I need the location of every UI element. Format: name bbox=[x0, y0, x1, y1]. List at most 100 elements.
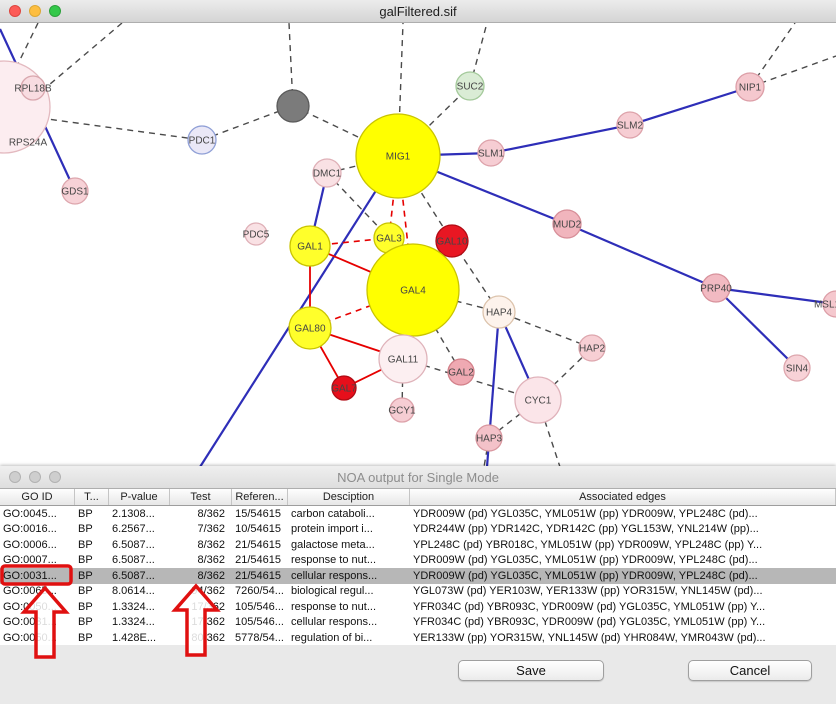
close-button[interactable] bbox=[9, 5, 21, 17]
cell-go_id: GO:0065... bbox=[3, 585, 57, 598]
cell-description: galactose meta... bbox=[291, 538, 375, 551]
close-button[interactable] bbox=[9, 471, 21, 483]
node-HAP2[interactable] bbox=[578, 334, 606, 362]
node-label-MIG1: MIG1 bbox=[386, 152, 411, 163]
node-MSL1[interactable] bbox=[822, 290, 836, 318]
edge-pd[interactable] bbox=[566, 222, 717, 290]
node-MUD2[interactable] bbox=[552, 209, 582, 239]
node-GAL1[interactable] bbox=[289, 225, 331, 267]
node-label-SUC2: SUC2 bbox=[457, 82, 484, 93]
edge-pd[interactable] bbox=[490, 123, 631, 155]
node-SIN4[interactable] bbox=[783, 354, 811, 382]
column-header-associated_edges[interactable]: Associated edges bbox=[410, 489, 836, 505]
node-label-GDS1: GDS1 bbox=[61, 187, 89, 198]
node-label-GCY1: GCY1 bbox=[388, 406, 416, 417]
node-label-GAL2: GAL2 bbox=[448, 368, 474, 379]
node-GCY1[interactable] bbox=[389, 397, 415, 423]
cancel-button[interactable]: Cancel bbox=[688, 660, 812, 681]
cell-associated_edges: YPL248C (pd) YBR018C, YML051W (pp) YDR00… bbox=[413, 538, 763, 551]
cell-reference: 21/54615 bbox=[235, 538, 281, 551]
cell-description: regulation of bi... bbox=[291, 631, 373, 644]
edge-pd[interactable] bbox=[715, 286, 836, 306]
node-GAL80[interactable] bbox=[288, 306, 332, 350]
node-label-GAL1: GAL1 bbox=[297, 242, 323, 253]
node-PRP40[interactable] bbox=[701, 273, 731, 303]
node-label-GAL10: GAL10 bbox=[436, 237, 468, 248]
node-label-GAL80: GAL80 bbox=[294, 324, 326, 335]
edge-pd[interactable] bbox=[715, 287, 798, 369]
node-SLM2[interactable] bbox=[616, 111, 644, 139]
node-GAL11[interactable] bbox=[378, 334, 428, 384]
edge-pp[interactable] bbox=[401, 358, 404, 411]
node-label-GAL7: GAL7 bbox=[331, 384, 357, 395]
save-button[interactable]: Save bbox=[458, 660, 604, 681]
edge-pp[interactable] bbox=[326, 172, 390, 239]
edge-pp[interactable] bbox=[498, 311, 593, 349]
node-CYC1[interactable] bbox=[514, 376, 562, 424]
column-header-reference[interactable]: Referen... bbox=[232, 489, 288, 505]
zoom-button[interactable] bbox=[49, 471, 61, 483]
column-header-type[interactable]: T... bbox=[75, 489, 109, 505]
node-GAL7[interactable] bbox=[331, 375, 357, 401]
node-unnamed[interactable] bbox=[276, 89, 310, 123]
cell-associated_edges: YFR034C (pd) YBR093C, YDR009W (pd) YGL03… bbox=[413, 616, 766, 629]
edge-pd[interactable] bbox=[629, 85, 751, 127]
minimize-button[interactable] bbox=[29, 471, 41, 483]
node-HAP4[interactable] bbox=[482, 295, 516, 329]
cell-reference: 7260/54... bbox=[235, 585, 284, 598]
node-DMC1[interactable] bbox=[312, 158, 342, 188]
node-GDS1[interactable] bbox=[61, 177, 89, 205]
cell-type: BP bbox=[78, 631, 93, 644]
cell-test: 17/362 bbox=[191, 616, 225, 629]
cell-go_id: GO:0007... bbox=[3, 554, 57, 567]
network-canvas[interactable]: RPS24ARPL18BGDS1PDC1DMC1MIG1SUC2SLM1SLM2… bbox=[0, 23, 836, 467]
node-HAP3[interactable] bbox=[475, 424, 503, 452]
node-label-MSL1: MSL1 bbox=[814, 300, 836, 311]
node-label-RPL18B: RPL18B bbox=[14, 84, 52, 95]
node-GAL4[interactable] bbox=[366, 243, 460, 337]
cell-associated_edges: YDR009W (pd) YGL035C, YML051W (pp) YDR00… bbox=[413, 554, 758, 567]
network-window-titlebar[interactable]: galFiltered.sif bbox=[0, 0, 836, 23]
minimize-button[interactable] bbox=[29, 5, 41, 17]
node-label-SLM2: SLM2 bbox=[617, 121, 644, 132]
node-PDC1[interactable] bbox=[187, 125, 217, 155]
cell-description: cellular respons... bbox=[291, 569, 378, 582]
node-SUC2[interactable] bbox=[455, 71, 485, 101]
cell-test: 8/362 bbox=[197, 538, 225, 551]
zoom-button[interactable] bbox=[49, 5, 61, 17]
cell-type: BP bbox=[78, 600, 93, 613]
edge-pp[interactable] bbox=[292, 105, 399, 157]
noa-window-titlebar[interactable]: NOA output for Single Mode bbox=[0, 466, 836, 489]
cell-p_value: 1.3324... bbox=[112, 600, 155, 613]
node-MIG1[interactable] bbox=[355, 113, 441, 199]
node-PDC5[interactable] bbox=[244, 222, 268, 246]
node-RPL18B[interactable] bbox=[20, 75, 46, 101]
node-SLM1[interactable] bbox=[477, 139, 505, 167]
node-NIP1[interactable] bbox=[735, 72, 765, 102]
cell-test: 8/362 bbox=[197, 554, 225, 567]
edge-pp[interactable] bbox=[39, 117, 203, 141]
cell-test: 17/362 bbox=[191, 600, 225, 613]
cell-description: carbon cataboli... bbox=[291, 507, 375, 520]
cell-test: 94/362 bbox=[191, 585, 225, 598]
edge-pp[interactable] bbox=[749, 55, 836, 88]
column-header-test[interactable]: Test bbox=[170, 489, 232, 505]
cell-go_id: GO:0050... bbox=[3, 631, 57, 644]
column-header-p_value[interactable]: P-value bbox=[109, 489, 170, 505]
cell-test: 7/362 bbox=[197, 523, 225, 536]
edge-pp[interactable] bbox=[35, 23, 123, 97]
column-header-description[interactable]: Desciption bbox=[288, 489, 410, 505]
column-header-go_id[interactable]: GO ID bbox=[0, 489, 75, 505]
node-GAL10[interactable] bbox=[435, 224, 469, 258]
node-GAL2[interactable] bbox=[447, 358, 475, 386]
